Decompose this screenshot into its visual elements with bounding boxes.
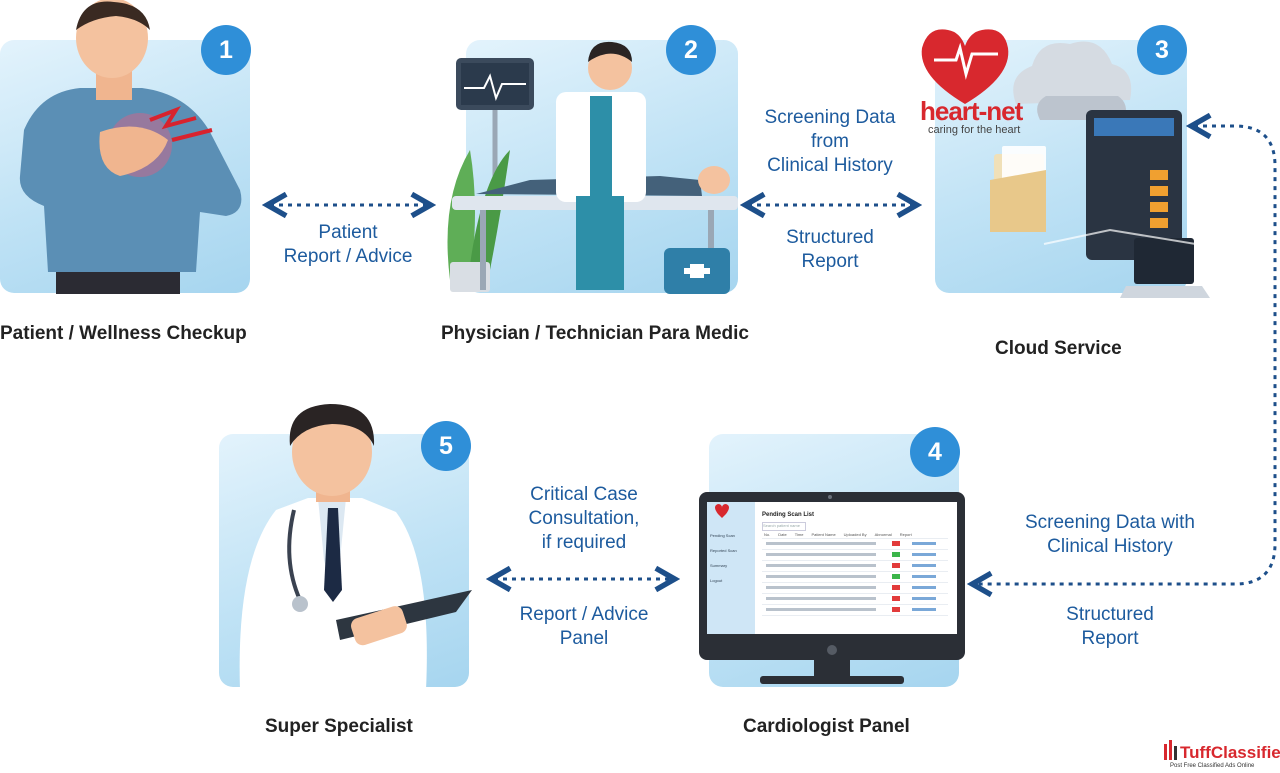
tuffclassified-logo-icon	[1164, 740, 1177, 760]
column-header: Time	[794, 532, 804, 537]
label-screening-data-from-clinical-history: Screening Data from Clinical History	[745, 106, 915, 178]
heart-net-logo-text: heart-net	[920, 96, 1023, 126]
watermark-tagline: Post Free Classified Ads Online	[1170, 763, 1255, 769]
label-line: if required	[541, 532, 627, 553]
screen-table-header: No. Date Time Patient Name Uploaded By A…	[764, 532, 954, 537]
label-line: Report	[801, 251, 859, 272]
column-header: Uploaded By	[843, 532, 867, 537]
specialist-illustration	[239, 404, 472, 690]
arrow-cloud-cardiologist	[975, 126, 1277, 584]
column-header: Report	[899, 532, 912, 537]
step-3-title: Cloud Service	[995, 338, 1122, 359]
column-header: Patient Name	[811, 532, 836, 537]
label-patient-report-advice: Patient Report / Advice	[262, 221, 434, 269]
column-header: No.	[764, 532, 771, 537]
label-structured-report-2: Structured Report	[1030, 603, 1190, 651]
step-2-title: Physician / Technician Para Medic	[441, 323, 749, 344]
step-4-title: Cardiologist Panel	[743, 716, 910, 737]
step-3-badge: 3	[1137, 25, 1187, 75]
label-line: Report / Advice	[519, 604, 649, 625]
column-header: Abnormal	[874, 532, 892, 537]
label-line: Panel	[559, 628, 609, 649]
step-4-badge: 4	[910, 427, 960, 477]
label-line: Clinical History	[1047, 536, 1173, 557]
label-line: Consultation,	[528, 508, 640, 529]
label-line: Report / Advice	[283, 246, 413, 267]
heart-logo-icon	[921, 29, 1009, 105]
screen-sidebar: Pending Scan Reported Scan Summary Logou…	[710, 528, 754, 588]
column-header: Date	[778, 532, 787, 537]
watermark-name: TuffClassified	[1180, 743, 1280, 762]
label-critical-case-consultation: Critical Case Consultation, if required	[500, 483, 668, 555]
screen-sidebar-item: Reported Scan	[710, 548, 737, 553]
screen-sidebar-item: Pending Scan	[710, 533, 735, 538]
screen-sidebar-item: Logout	[710, 578, 723, 583]
label-line: Clinical History	[767, 155, 893, 176]
label-line: Patient	[318, 222, 378, 243]
cloud-service-illustration	[990, 41, 1221, 298]
label-line: Structured	[1066, 604, 1154, 625]
screen-search: Search patient name	[762, 522, 806, 531]
step-1-title: Patient / Wellness Checkup	[0, 323, 247, 344]
screen-sidebar-item: Summary	[710, 563, 728, 568]
step-2-badge: 2	[666, 25, 716, 75]
label-line: from	[811, 131, 849, 152]
step-5-title: Super Specialist	[265, 716, 413, 737]
label-line: Screening Data	[764, 107, 896, 128]
label-report-advice-panel: Report / Advice Panel	[500, 603, 668, 651]
monitor-illustration	[699, 492, 965, 684]
label-line: Structured	[786, 227, 874, 248]
label-line: Report	[1081, 628, 1139, 649]
label-line: Critical Case	[530, 484, 638, 505]
label-structured-report-1: Structured Report	[745, 226, 915, 274]
step-1-badge: 1	[201, 25, 251, 75]
label-screening-data-with-clinical-history: Screening Data with Clinical History	[1004, 511, 1216, 559]
screen-title: Pending Scan List	[762, 512, 815, 518]
step-5-badge: 5	[421, 421, 471, 471]
patient-illustration	[19, 0, 242, 294]
physician-illustration	[447, 41, 738, 294]
label-line: Screening Data with	[1024, 512, 1196, 533]
heart-net-tagline: caring for the heart	[928, 124, 1021, 136]
